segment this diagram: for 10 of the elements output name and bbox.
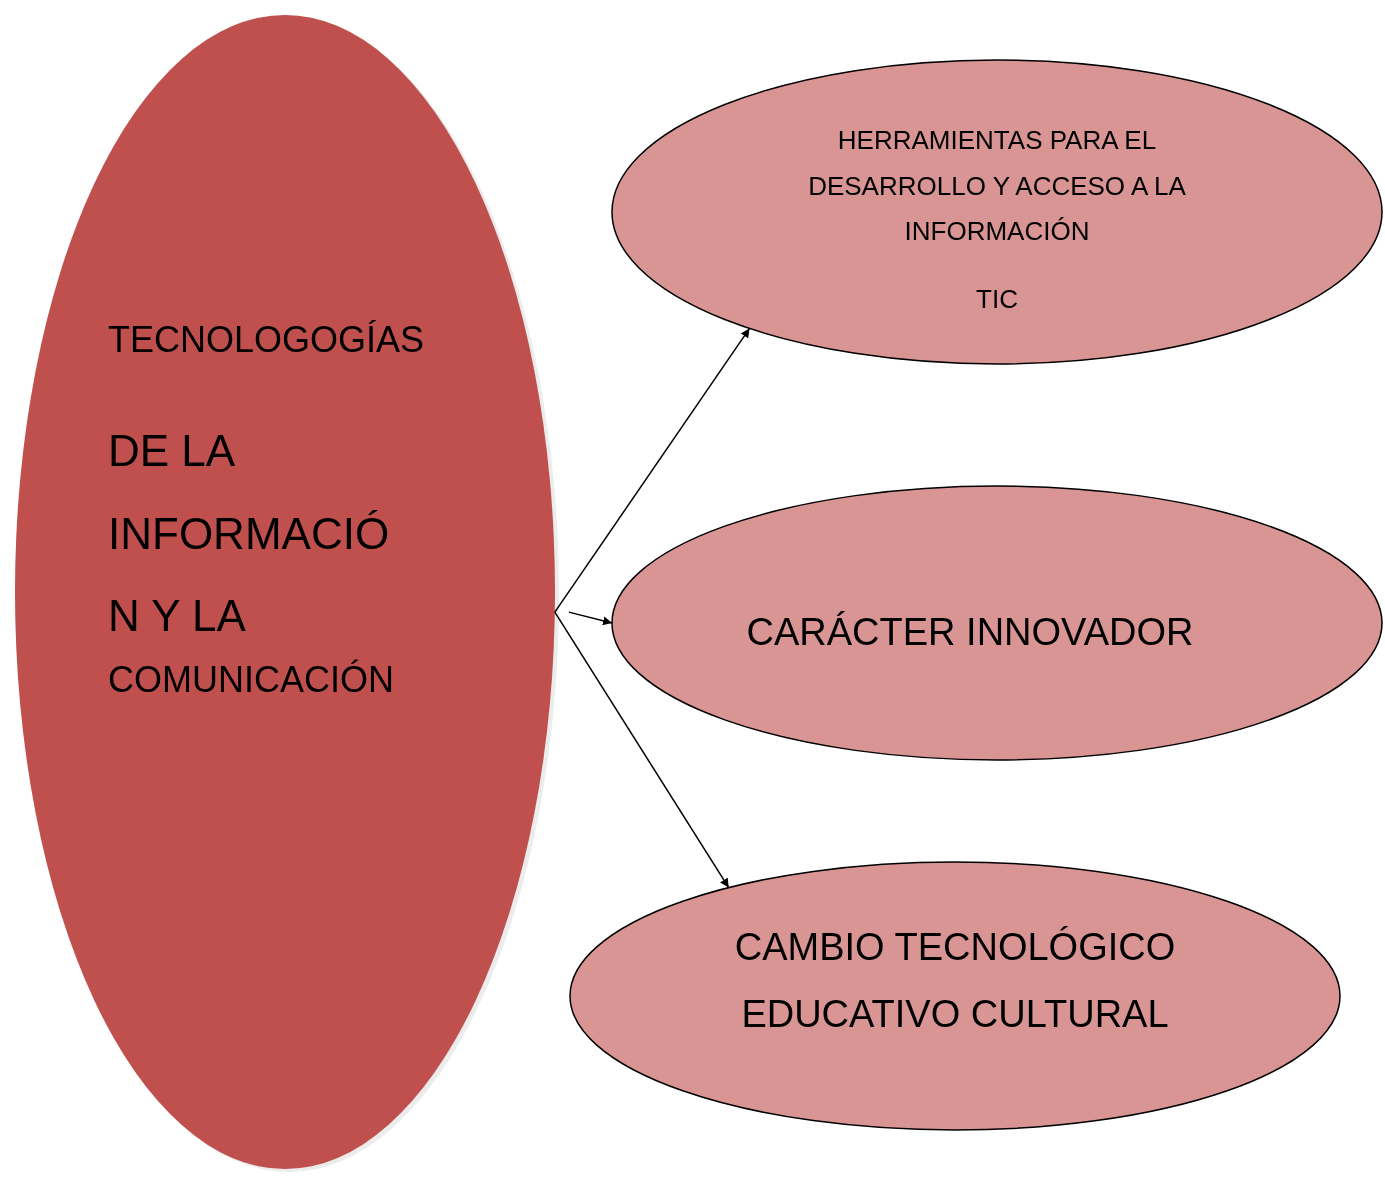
arrow	[554, 611, 730, 889]
node-text: COMUNICACIÓN	[108, 658, 395, 702]
arrow	[554, 327, 751, 613]
arrow	[568, 611, 613, 626]
node-title: TECNOLOGOGÍAS	[108, 318, 426, 362]
node-text: TIC	[975, 284, 1019, 316]
node-title: CARÁCTER INNOVADOR	[745, 610, 1195, 655]
node-text: DE LA INFORMACIÓ N Y LA	[108, 425, 391, 643]
node-title: HERRAMIENTAS PARA EL DESARROLLO Y ACCESO A LA INFORMACIÓN	[807, 124, 1187, 248]
node-title: CAMBIO TECNOLÓGICO EDUCATIVO CULTURAL	[733, 925, 1177, 1037]
